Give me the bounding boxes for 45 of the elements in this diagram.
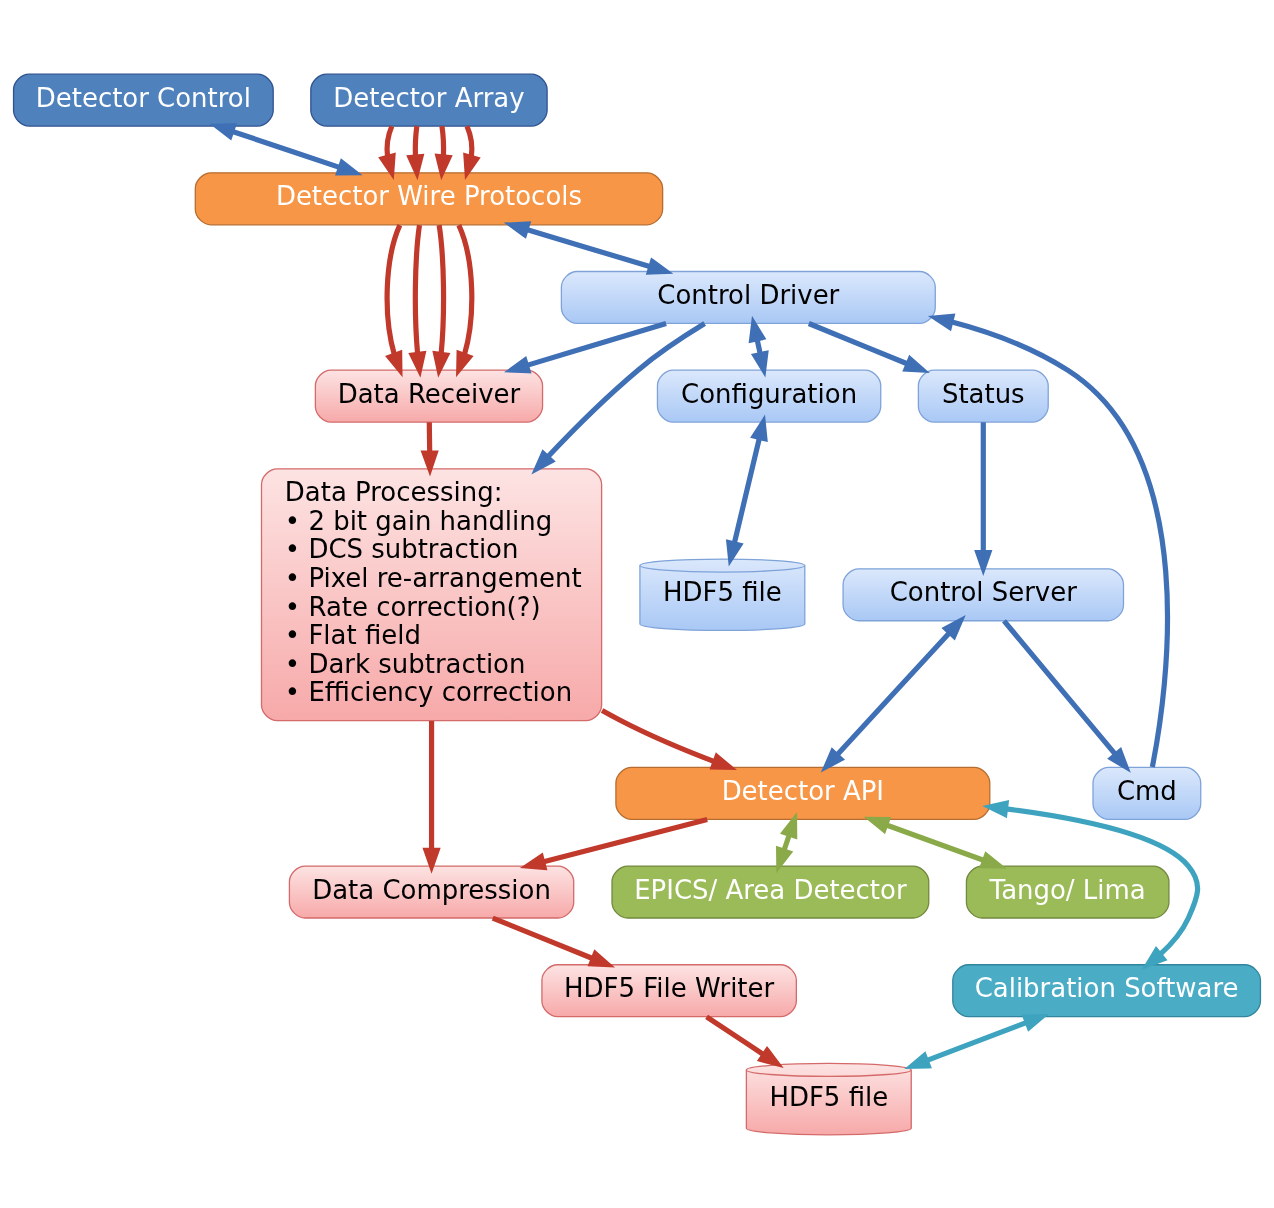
arrow	[982, 799, 1201, 970]
node-box: Configuration	[656, 369, 882, 423]
arrow	[503, 320, 667, 373]
arrow	[531, 320, 706, 474]
node-box: HDF5 File Writer	[541, 963, 797, 1017]
node-box: EPICS/ Area Detector	[611, 864, 930, 919]
node-box: Detector Wire Protocols	[194, 171, 664, 225]
node-box: Control Driver	[560, 270, 936, 324]
arrow	[463, 124, 481, 180]
arrow	[434, 125, 453, 180]
arrow	[408, 224, 427, 378]
arrow	[1002, 618, 1131, 773]
arrow	[820, 614, 966, 773]
arrow	[600, 707, 738, 770]
node-box: Detector API	[615, 766, 991, 820]
arrow	[863, 816, 1007, 869]
node-box: Data Receiver	[314, 369, 544, 423]
node-box: Calibration Software	[952, 963, 1262, 1017]
arrow	[432, 224, 451, 378]
node-box: Status	[917, 369, 1049, 423]
arrow	[456, 223, 475, 377]
arrow	[384, 223, 403, 377]
arrow	[209, 122, 363, 176]
node-box: Data Processing: • 2 bit gain handling • DCS subtraction • Pixel re-arrangement • Rate correction(?) • Flat field • Dark subtraction • Efficiency correction	[260, 467, 603, 721]
node-box: Cmd	[1092, 766, 1202, 820]
arrow	[519, 816, 708, 870]
node-box: Detector Control	[12, 73, 274, 127]
node-box: Tango/ Lima	[965, 864, 1170, 919]
arrow	[705, 1014, 784, 1068]
arrow	[807, 320, 930, 373]
arrow	[725, 414, 768, 567]
arrow	[491, 915, 616, 968]
arrow	[378, 124, 396, 180]
node-box: Detector Array	[310, 73, 548, 127]
arrow	[748, 315, 769, 378]
arrow	[503, 220, 674, 275]
arrow	[904, 1013, 1050, 1069]
arrow	[420, 421, 439, 476]
arrow	[927, 313, 1171, 768]
arrow	[422, 720, 441, 874]
arrow	[406, 125, 425, 180]
arrow	[776, 811, 798, 873]
node-box: Data Compression	[288, 864, 575, 919]
arrow	[974, 421, 993, 576]
node-box: Control Server	[842, 567, 1125, 621]
